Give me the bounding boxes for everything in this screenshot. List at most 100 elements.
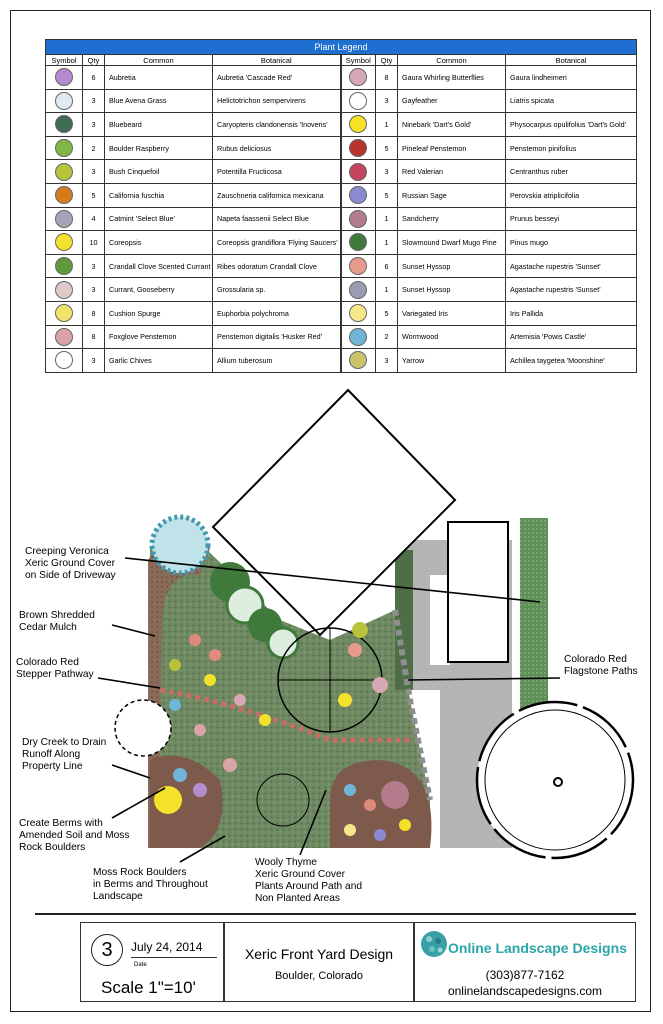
legend-botanical: Zauschneria californica mexicana (212, 182, 342, 208)
garlic-chives-icon (55, 351, 73, 370)
company-name: Online Landscape Designs (448, 940, 627, 956)
legend-symbol (45, 253, 83, 279)
gayfeather-icon (349, 91, 368, 110)
legend-common: Sandcherry (397, 206, 506, 232)
legend-qty: 8 (82, 300, 105, 326)
legend-symbol (340, 88, 376, 114)
company-info-box (414, 922, 636, 1002)
legend-common: Yarrow (397, 348, 506, 373)
california-fuschia-icon (55, 186, 73, 205)
legend-botanical: Allium tuberosum (212, 348, 342, 373)
garage-footprint (447, 521, 509, 663)
legend-common: Pineleaf Penstemon (397, 135, 506, 161)
russian-sage-icon (349, 186, 368, 205)
legend-symbol (45, 112, 83, 137)
legend-qty: 5 (375, 182, 398, 208)
legend-symbol (340, 230, 376, 255)
legend-common: Ninebark 'Dart's Gold' (397, 112, 506, 137)
legend-common: Foxglove Penstemon (104, 324, 213, 350)
callout-boulders: Moss Rock Boulders in Berms and Througho… (93, 867, 208, 902)
title-block-rule (35, 913, 636, 915)
blue-avena-grass-icon (55, 91, 73, 110)
legend-symbol (45, 300, 83, 326)
legend-symbol (45, 182, 83, 208)
crandall-currant-icon (55, 257, 73, 276)
legend-common: Coreopsis (104, 230, 213, 255)
project-title: Xeric Front Yard Design (244, 946, 394, 962)
legend-common: Aubretia (104, 65, 213, 90)
legend-botanical: Physocarpus opulifolius 'Dart's Gold' (504, 112, 638, 137)
legend-symbol (340, 206, 376, 232)
legend-common: Blue Avena Grass (104, 88, 213, 114)
legend-botanical: Agastache rupestris 'Sunset' (504, 277, 638, 302)
legend-common: Catmint 'Select Blue' (104, 206, 213, 232)
legend-botanical: Gaura lindheimeri (504, 65, 638, 90)
legend-qty: 10 (82, 230, 105, 255)
legend-botanical: Rubus deliciosus (212, 135, 342, 161)
legend-symbol (340, 253, 376, 279)
legend-botanical: Penstemon pinifolius (504, 135, 638, 161)
legend-common: Wormwood (397, 324, 506, 350)
legend-common: Cushion Spurge (104, 300, 213, 326)
callout-berms: Create Berms with Amended Soil and Moss … (19, 818, 130, 853)
yarrow-icon (349, 351, 368, 370)
legend-common: Garlic Chives (104, 348, 213, 373)
legend-common: Bluebeard (104, 112, 213, 137)
gaura-icon (349, 68, 368, 87)
legend-qty: 5 (375, 300, 398, 326)
legend-botanical: Agastache rupestris 'Sunset' (504, 253, 638, 279)
legend-symbol (45, 206, 83, 232)
legend-qty: 5 (375, 135, 398, 161)
legend-common: Gaura Whirling Butterflies (397, 65, 506, 90)
legend-common: Crandall Clove Scented Currant (104, 253, 213, 279)
legend-botanical: Perovskia atriplicifolia (504, 182, 638, 208)
sandcherry-icon (349, 209, 368, 228)
legend-symbol (45, 348, 83, 373)
perennial-plantings (154, 622, 411, 841)
legend-qty: 1 (375, 230, 398, 255)
catmint-icon (55, 209, 73, 228)
col-qty-2: Qty (375, 54, 398, 66)
legend-symbol (340, 182, 376, 208)
sunset-hyssop-icon (349, 257, 368, 276)
legend-qty: 3 (375, 88, 398, 114)
boulder-raspberry-icon (55, 139, 73, 158)
sheet-info-box (80, 922, 224, 1002)
site-plan (97, 388, 635, 863)
legend-common: Red Valerian (397, 159, 506, 184)
legend-botanical: Prunus besseyi (504, 206, 638, 232)
berm-left (150, 755, 223, 848)
legend-qty: 3 (375, 159, 398, 184)
company-website[interactable]: onlinelandscapedesigns.com (447, 984, 603, 998)
legend-common: Currant, Gooseberry (104, 277, 213, 302)
callout-thyme: Wooly Thyme Xeric Ground Cover Plants Ar… (255, 857, 363, 904)
col-botanical-2: Botanical (504, 54, 638, 66)
ninebark-icon (349, 115, 368, 134)
col-symbol: Symbol (45, 54, 83, 66)
col-common: Common (104, 54, 213, 66)
coreopsis-icon (55, 233, 73, 252)
sheet-number: 3 (91, 934, 123, 966)
legend-botanical: Iris Pallida (504, 300, 638, 326)
legend-botanical: Artemisia 'Powis Castle' (504, 324, 638, 350)
mugo-pine-icon (349, 233, 368, 252)
legend-qty: 3 (82, 277, 105, 302)
legend-title: Plant Legend (44, 39, 638, 55)
legend-symbol (340, 300, 376, 326)
sunset-hyssop-2-icon (349, 280, 368, 299)
pineleaf-penstemon-icon (349, 139, 368, 158)
legend-symbol (340, 324, 376, 350)
legend-qty: 3 (82, 88, 105, 114)
legend-symbol (340, 65, 376, 90)
company-logo-icon (421, 931, 447, 957)
cushion-spurge-icon (55, 304, 73, 323)
callout-dry-creek: Dry Creek to Drain Runoff Along Property… (22, 737, 107, 772)
legend-common: Russian Sage (397, 182, 506, 208)
legend-botanical: Napeta faassenii Select Blue (212, 206, 342, 232)
